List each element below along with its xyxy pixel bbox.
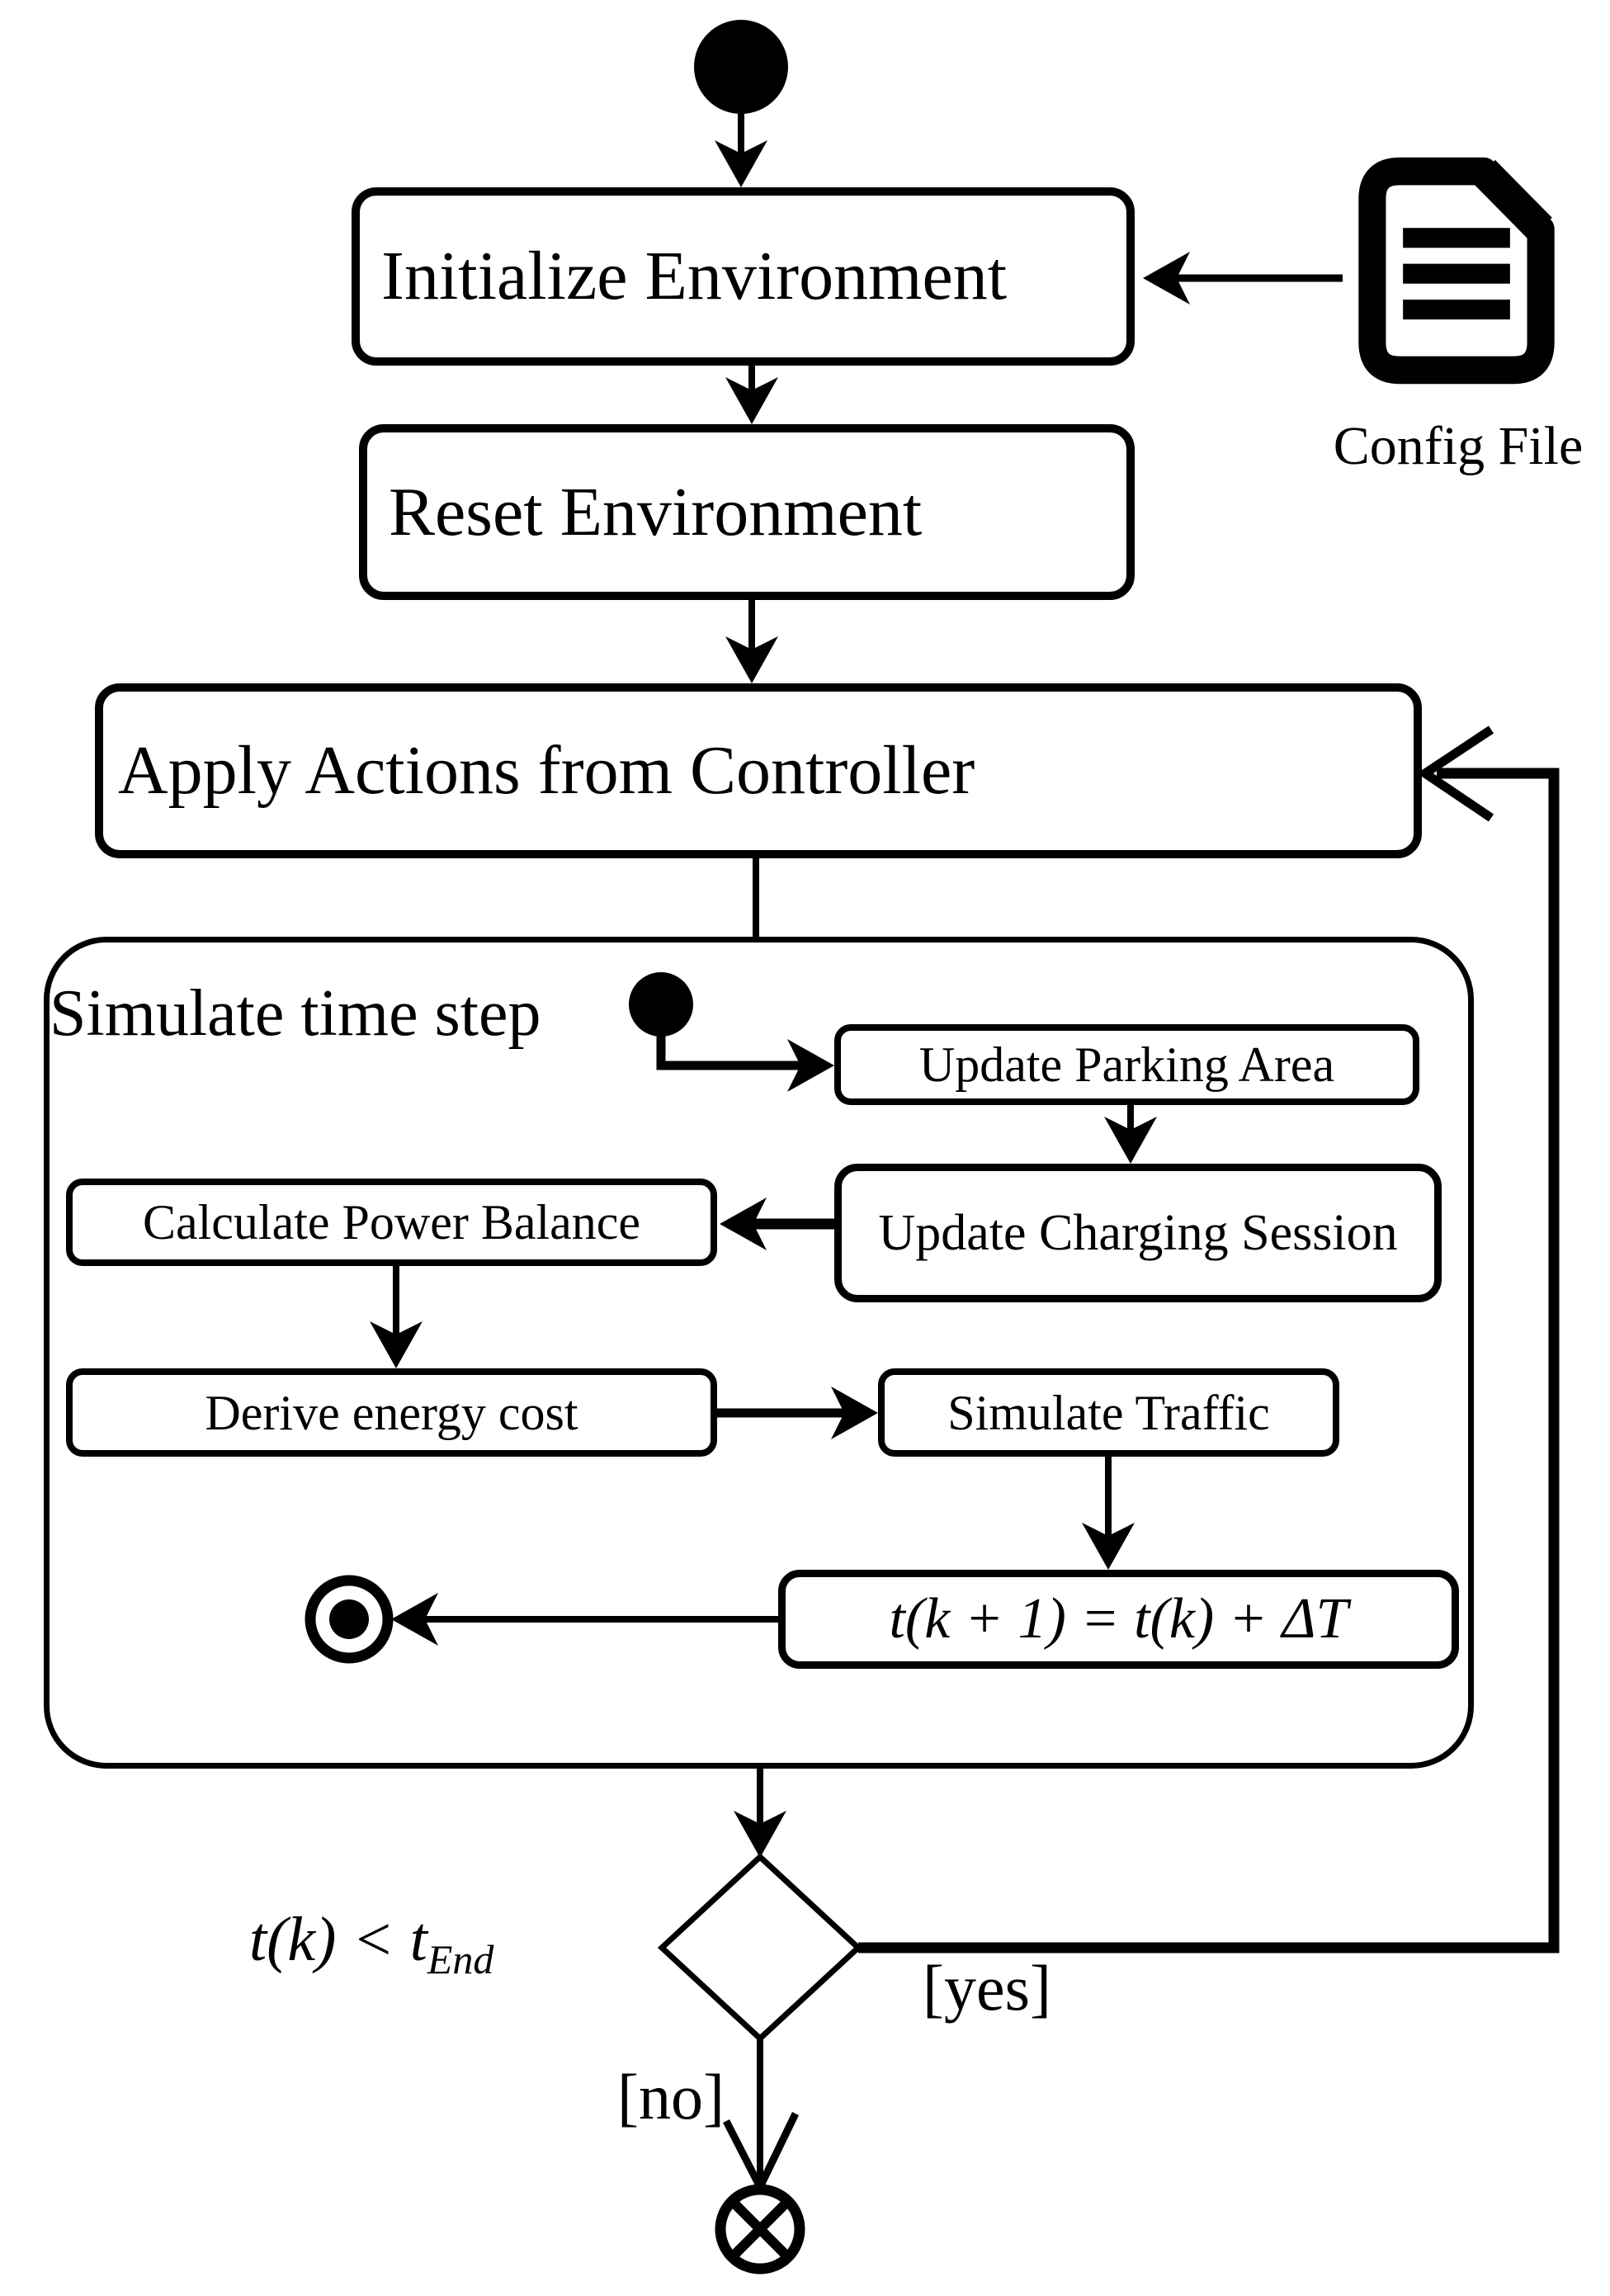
action-label: Reset Environment bbox=[389, 473, 923, 550]
decision-node-icon bbox=[657, 1853, 863, 2043]
action-label: Update Parking Area bbox=[918, 1037, 1335, 1092]
arrowhead-left-icon bbox=[1143, 252, 1190, 305]
arrowhead-down-icon bbox=[725, 377, 778, 424]
action-derive-energy-cost: Derive energy cost bbox=[66, 1368, 717, 1457]
activity-final-dot-icon bbox=[329, 1599, 369, 1639]
arrowhead-open-left-icon bbox=[1417, 725, 1494, 822]
action-label: Calculate Power Balance bbox=[142, 1195, 641, 1250]
arrowhead-open-down-icon bbox=[722, 2112, 800, 2190]
config-file-icon bbox=[1358, 157, 1555, 385]
action-apply-actions: Apply Actions from Controller bbox=[95, 683, 1422, 858]
action-initialize-environment: Initialize Environment bbox=[352, 187, 1135, 366]
action-update-parking-area: Update Parking Area bbox=[834, 1024, 1419, 1105]
guard-subscript: End bbox=[427, 1936, 494, 1982]
action-simulate-traffic: Simulate Traffic bbox=[878, 1368, 1339, 1457]
arrowhead-down-icon bbox=[370, 1321, 423, 1368]
branch-yes-label: [yes] bbox=[923, 1952, 1051, 2024]
action-label: Update Charging Session bbox=[878, 1205, 1398, 1261]
arrowhead-down-icon bbox=[1104, 1117, 1157, 1164]
arrowhead-right-icon bbox=[831, 1387, 878, 1439]
arrowhead-down-icon bbox=[725, 636, 778, 683]
action-label: Apply Actions from Controller bbox=[118, 732, 975, 809]
action-calculate-power-balance: Calculate Power Balance bbox=[66, 1179, 717, 1266]
edge-yes-loop bbox=[858, 768, 1560, 1953]
action-reset-environment: Reset Environment bbox=[359, 424, 1135, 600]
edge-innerstart-to-parking bbox=[656, 1035, 820, 1070]
action-time-update-formula: t(k + 1) = t(k) + ΔT bbox=[778, 1570, 1459, 1669]
config-file-label: Config File bbox=[1333, 416, 1584, 476]
arrowhead-down-icon bbox=[1082, 1523, 1135, 1570]
group-title: Simulate time step bbox=[50, 977, 541, 1050]
group-simulate-time-step bbox=[44, 937, 1474, 1769]
action-label: Initialize Environment bbox=[381, 238, 1008, 314]
arrowhead-right-icon bbox=[787, 1039, 834, 1092]
action-update-charging-session: Update Charging Session bbox=[834, 1164, 1442, 1302]
action-label: Derive energy cost bbox=[205, 1385, 578, 1440]
start-node-icon bbox=[694, 20, 788, 114]
guard-condition-label: t(k) < tEnd bbox=[249, 1908, 493, 1980]
arrowhead-down-icon bbox=[715, 140, 767, 187]
arrowhead-left-icon bbox=[720, 1198, 767, 1250]
flow-final-x-icon bbox=[729, 2199, 791, 2260]
arrowhead-left-icon bbox=[391, 1593, 438, 1646]
branch-no-label: [no] bbox=[617, 2061, 725, 2133]
arrowhead-down-icon bbox=[734, 1811, 786, 1858]
inner-start-node-icon bbox=[629, 972, 693, 1037]
guard-main: t(k) < t bbox=[249, 1905, 427, 1974]
formula-label: t(k + 1) = t(k) + ΔT bbox=[889, 1587, 1348, 1651]
action-label: Simulate Traffic bbox=[947, 1385, 1270, 1440]
